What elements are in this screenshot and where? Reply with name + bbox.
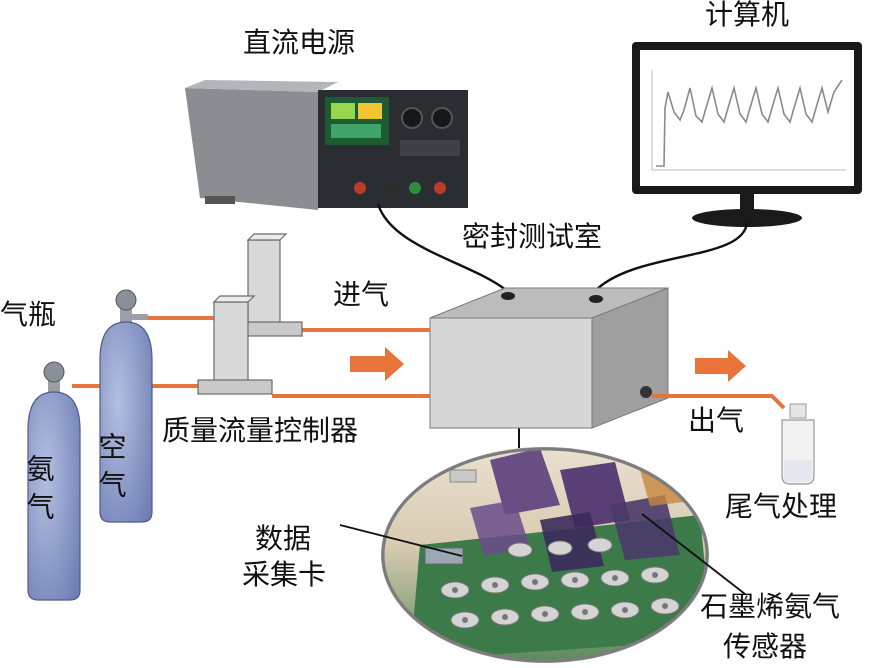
outlet-arrow-icon xyxy=(695,350,746,382)
daq-pointer-line xyxy=(339,524,463,557)
dc-power-supply-icon xyxy=(185,80,468,210)
computer-label: 计算机 xyxy=(705,0,789,31)
daq-label-line1: 数据 xyxy=(255,522,311,555)
chamber-label: 密封测试室 xyxy=(462,220,602,253)
gas-cylinder-label: 气瓶 xyxy=(0,298,56,331)
mfc-label: 质量流量控制器 xyxy=(162,414,358,447)
sensor-array-icon xyxy=(381,447,709,663)
power-supply-label: 直流电源 xyxy=(243,26,355,59)
gas-out-label: 出气 xyxy=(688,404,744,437)
exhaust-label: 尾气处理 xyxy=(725,490,837,523)
gas-cylinder-icon xyxy=(27,289,153,601)
sensor-pointer-line xyxy=(641,513,746,595)
daq-label-line2: 采集卡 xyxy=(242,558,326,591)
sensor-label-line2: 传感器 xyxy=(723,630,807,663)
power-cable xyxy=(376,203,507,291)
air-label: 空气 xyxy=(95,432,128,508)
data-cable xyxy=(593,221,749,293)
mass-flow-controller-icon xyxy=(197,233,303,395)
outlet-tube xyxy=(652,394,786,410)
monitor-icon xyxy=(632,42,862,227)
inlet-arrow-icon xyxy=(350,347,404,381)
sealed-chamber-icon xyxy=(429,287,669,429)
gas-in-label: 进气 xyxy=(333,278,389,311)
sensor-label-line1: 石墨烯氨气 xyxy=(700,590,840,623)
wash-bottle-icon xyxy=(781,403,815,485)
gas-tubes xyxy=(72,316,786,410)
ammonia-label: 氨气 xyxy=(23,454,56,530)
